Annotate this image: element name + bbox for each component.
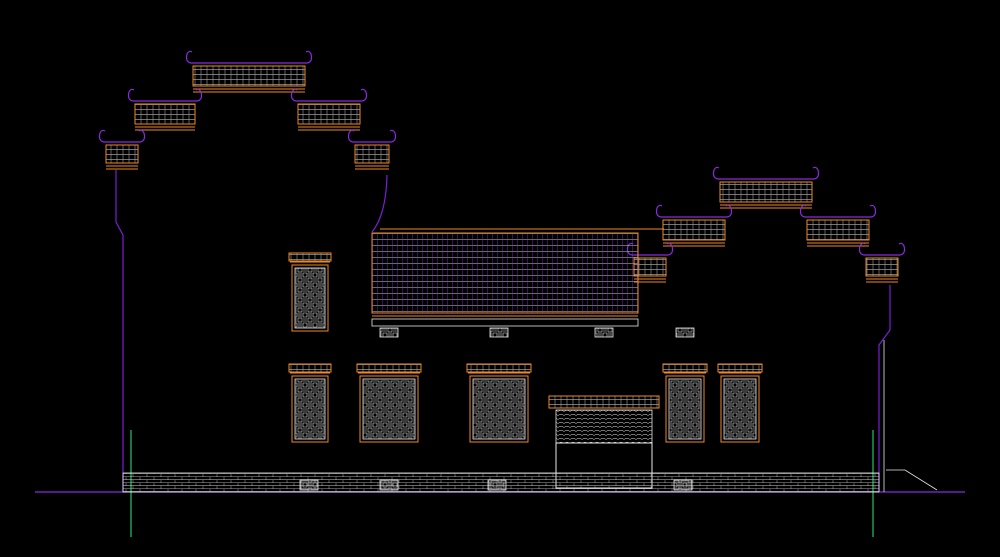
base-vent-4	[673, 479, 693, 491]
right-gable-top	[712, 166, 820, 209]
door-hood	[548, 395, 660, 409]
vent-4	[675, 327, 695, 338]
left-gable-top-left-horn	[185, 50, 193, 64]
upper-window-hood	[288, 252, 332, 262]
lower-window-2-lattice	[362, 378, 416, 440]
vent-1	[379, 327, 399, 338]
lower-window-5-frame-outer	[720, 375, 760, 443]
vent-2-frame	[489, 327, 509, 338]
right-gable-side-right	[858, 242, 906, 283]
left-gable-top	[185, 50, 313, 93]
lower-window-5-lattice	[723, 378, 757, 440]
lower-window-4-hood	[662, 363, 708, 373]
lower-window-1-lattice	[294, 378, 326, 440]
right-gable-side-left-tiles	[633, 257, 667, 277]
left-gable-side-left-left-horn	[98, 129, 106, 143]
lower-window-3-hood	[466, 363, 532, 373]
lower-window-4-frame-outer	[665, 375, 705, 443]
right-gable-side-right-right-horn	[898, 242, 906, 256]
lower-window-5-hood	[717, 363, 763, 373]
base-vent-3	[487, 479, 507, 491]
lower-window-1-hood	[288, 363, 332, 373]
left-gable-side-left-tiles	[105, 144, 139, 164]
lower-window-5	[717, 363, 763, 443]
left-gable-tier-left-right-horn	[195, 88, 203, 102]
lower-window-2	[356, 363, 422, 443]
right-gable-side-left-right-horn	[666, 242, 674, 256]
right-gable-tier-left-tiles	[662, 219, 726, 241]
main-roof	[371, 228, 664, 327]
upper-window-frame-outer	[291, 264, 329, 332]
left-gable-side-right-left-horn	[347, 129, 355, 143]
left-gable-tier-right-tiles	[297, 103, 361, 125]
roof-tiles	[371, 232, 639, 314]
vent-3	[594, 327, 614, 338]
right-wall-outline	[878, 285, 891, 492]
left-gable-tier-left	[127, 88, 203, 131]
right-gable-tier-left-left-horn	[655, 204, 663, 218]
upper-window-lattice	[294, 267, 326, 329]
right-gable-tier-right-right-horn	[869, 204, 877, 218]
right-gable-top-tiles	[719, 181, 813, 203]
vent-3-frame	[594, 327, 614, 338]
left-gable-side-right-right-horn	[389, 129, 397, 143]
upper-window	[288, 252, 332, 332]
door-lintel	[555, 409, 653, 444]
left-gable-side-left-right-horn	[138, 129, 146, 143]
lower-window-2-frame-outer	[359, 375, 419, 443]
right-gable-top-right-horn	[812, 166, 820, 180]
right-gable-tier-left-right-horn	[725, 204, 733, 218]
right-gable-tier-right-tiles	[806, 219, 870, 241]
lower-window-3	[466, 363, 532, 443]
lower-window-1-frame-outer	[291, 375, 329, 443]
right-gable-tier-right-left-horn	[799, 204, 807, 218]
lower-window-1	[288, 363, 332, 443]
lower-window-2-hood	[356, 363, 422, 373]
left-gable-tier-left-tiles	[134, 103, 196, 125]
left-wall-outline	[115, 170, 124, 492]
base-vent-1	[299, 479, 319, 491]
left-gable-top-right-horn	[305, 50, 313, 64]
lower-window-3-lattice	[472, 378, 526, 440]
entry-ramp	[886, 469, 938, 491]
left-gable-tier-right-right-horn	[360, 88, 368, 102]
lower-window-3-frame-outer	[469, 375, 529, 443]
right-gable-side-right-tiles	[865, 257, 899, 277]
right-gable-side-right-left-horn	[858, 242, 866, 256]
left-gable-tier-right-left-horn	[290, 88, 298, 102]
base-vent-2	[379, 479, 399, 491]
lower-window-4	[662, 363, 708, 443]
vent-4-frame	[675, 327, 695, 338]
lower-window-4-lattice	[668, 378, 702, 440]
left-gable-tier-right	[290, 88, 368, 131]
left-gable-top-tiles	[192, 65, 306, 87]
left-gable-side-left	[98, 129, 146, 170]
right-gable-tier-right	[799, 204, 877, 247]
right-gable-tier-left	[655, 204, 733, 247]
vent-1-frame	[379, 327, 399, 338]
vent-2	[489, 327, 509, 338]
left-gable-side-right-tiles	[354, 144, 390, 164]
left-gable-tier-left-left-horn	[127, 88, 135, 102]
left-gable-right-edge	[371, 174, 388, 233]
right-gable-top-left-horn	[712, 166, 720, 180]
left-gable-side-right	[347, 129, 397, 170]
roof-eave-board	[371, 318, 639, 327]
